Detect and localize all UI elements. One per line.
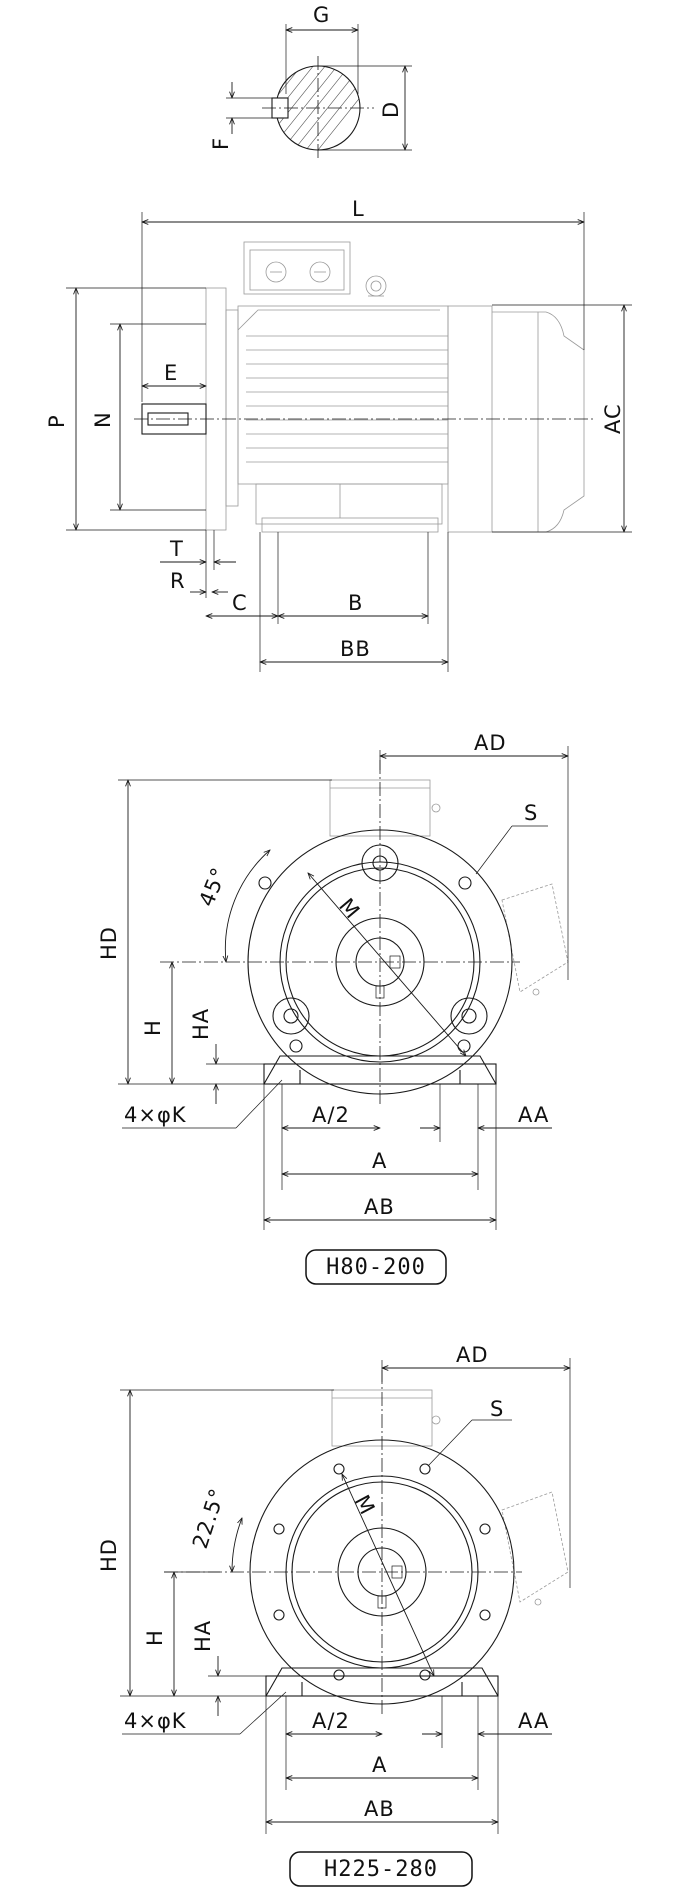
dim-label-H-small: H [141,1019,165,1036]
dim-label-M-small: M [334,894,365,924]
dim-label-A-half-small: A/2 [312,1103,350,1127]
dim-label-S-large: S [490,1397,504,1421]
dim-label-AA-small: AA [518,1103,549,1127]
dim-label-HA-small: HA [189,1008,213,1040]
dim-label-AD-small: AD [474,731,507,755]
dim-label-angle-large: 22.5° [188,1485,230,1552]
front-view-small: M 45° S AD HD H HA 4×φK A/2 [97,731,568,1230]
dim-label-B: B [348,591,363,615]
dim-label-K-small: 4×φK [124,1103,187,1127]
dim-label-E: E [164,361,178,385]
model-range-large: H225-280 [324,1857,438,1882]
dim-label-L: L [352,197,365,221]
model-range-small: H80-200 [326,1255,426,1280]
model-range-badge-small: H80-200 [305,1249,447,1285]
dim-label-AB-large: AB [364,1797,395,1821]
dim-label-HD-small: HD [97,926,121,960]
dim-label-HA-large: HA [191,1620,215,1652]
dim-label-P: P [45,414,69,428]
front-view-large: M 22.5° S AD HD H HA 4×φK A/2 [97,1343,570,1834]
dim-label-BB: BB [340,637,371,661]
dim-label-A-large: A [372,1753,387,1777]
dim-label-S-small: S [524,801,538,825]
dim-label-G: G [313,3,330,27]
dim-label-AC: AC [601,403,625,434]
shaft-cross-section: G D F [209,3,412,160]
dim-label-angle-small: 45° [194,864,231,910]
dim-label-K-large: 4×φK [124,1709,187,1733]
dim-label-M-large: M [350,1491,380,1519]
side-view: L E P N AC T R C B [45,197,632,672]
dim-label-AB-small: AB [364,1195,395,1219]
dim-label-A-half-large: A/2 [312,1709,350,1733]
dim-label-D: D [379,101,403,118]
dim-label-R: R [170,569,186,593]
dim-label-AA-large: AA [518,1709,549,1733]
dim-label-A-small: A [372,1149,387,1173]
dim-label-F: F [209,137,233,150]
dim-label-C: C [232,591,248,615]
dim-label-T: T [169,537,184,561]
dim-label-N: N [91,411,115,428]
model-range-badge-large: H225-280 [289,1851,473,1887]
dim-label-HD-large: HD [97,1538,121,1572]
dim-label-AD-large: AD [456,1343,489,1367]
dim-label-H-large: H [143,1629,167,1646]
